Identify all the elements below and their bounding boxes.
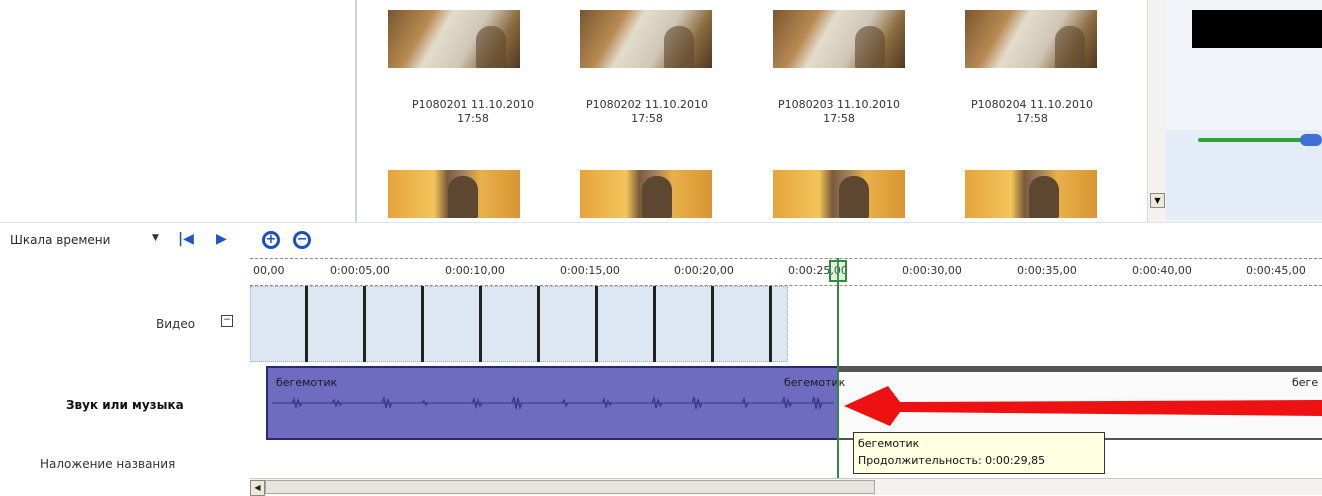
collection-scrollbar[interactable] (1147, 0, 1166, 222)
clip-label: P1080201 11.10.2010 17:58 (388, 98, 558, 126)
clip-separator (769, 286, 772, 362)
playhead-handle[interactable] (829, 260, 847, 282)
clip-label: P1080203 11.10.2010 17:58 (754, 98, 924, 126)
clip-separator (421, 286, 424, 362)
video-track[interactable] (250, 286, 788, 362)
tooltip-clip-name: бегемотик (858, 437, 920, 450)
zoom-in-icon[interactable]: + (262, 231, 280, 249)
clip-separator (653, 286, 656, 362)
clip-name: P1080201 11.10.2010 (411, 98, 535, 111)
left-pane (0, 0, 355, 222)
scrollbar-thumb[interactable] (265, 480, 875, 494)
clip-thumbnail[interactable] (388, 10, 520, 68)
clip-label: P1080204 11.10.2010 17:58 (947, 98, 1117, 126)
clip-thumbnail[interactable] (773, 170, 905, 218)
clip-thumbnail[interactable] (580, 10, 712, 68)
clip-separator (711, 286, 714, 362)
audio-waveform (272, 395, 834, 411)
collection-pane: P1080201 11.10.2010 17:58 P1080202 11.10… (357, 0, 1147, 222)
ruler-tick: 0:00:45,00 (1246, 264, 1306, 277)
audio-clip-name: беге (1292, 376, 1319, 389)
clip-tooltip: бегемотик Продолжительность: 0:00:29,85 (853, 432, 1105, 474)
ruler-tick: 0:00:20,00 (674, 264, 734, 277)
ruler-tick: 0:00:10,00 (445, 264, 505, 277)
track-label-video: Видео (156, 317, 196, 331)
tooltip-duration-value: 0:00:29,85 (985, 454, 1046, 467)
annotation-arrow (844, 386, 1322, 426)
pane-divider (355, 0, 357, 222)
timeline-toolbar (0, 222, 1322, 259)
clip-thumbnail[interactable] (580, 170, 712, 218)
ruler-tick: 0:00:15,00 (560, 264, 620, 277)
clip-time: 17:58 (1016, 112, 1048, 125)
collapse-icon[interactable]: − (221, 315, 233, 327)
audio-clip-edge (838, 366, 1322, 372)
clip-thumbnail[interactable] (965, 10, 1097, 68)
clip-thumbnail[interactable] (388, 170, 520, 218)
scroll-down-icon[interactable]: ▼ (1150, 193, 1165, 208)
clip-time: 17:58 (631, 112, 663, 125)
zoom-out-icon[interactable]: − (293, 231, 311, 249)
tooltip-duration-label: Продолжительность: (858, 454, 982, 467)
rewind-icon[interactable]: |◀ (178, 231, 194, 247)
chevron-down-icon[interactable]: ▼ (152, 233, 159, 243)
clip-time: 17:58 (823, 112, 855, 125)
clip-separator (595, 286, 598, 362)
playhead[interactable] (837, 258, 839, 478)
clip-name: P1080202 11.10.2010 (585, 98, 709, 111)
tooltip-duration: Продолжительность: 0:00:29,85 (858, 452, 1100, 469)
clip-separator (537, 286, 540, 362)
ruler-tick: 0:00:30,00 (902, 264, 962, 277)
clip-separator (363, 286, 366, 362)
clip-label: P1080202 11.10.2010 17:58 (562, 98, 732, 126)
seek-bar[interactable] (1198, 138, 1308, 142)
time-ruler[interactable] (250, 258, 1322, 286)
preview-controls (1166, 130, 1322, 220)
track-label-audio: Звук или музыка (66, 398, 184, 412)
clip-thumbnail[interactable] (773, 10, 905, 68)
preview-screen (1192, 10, 1322, 48)
clip-name: P1080204 11.10.2010 (970, 98, 1094, 111)
play-icon[interactable]: ▶ (216, 231, 227, 247)
clip-time: 17:58 (457, 112, 489, 125)
clip-thumbnail[interactable] (965, 170, 1097, 218)
ruler-tick: 0:00:05,00 (330, 264, 390, 277)
clip-separator (305, 286, 308, 362)
clip-separator (479, 286, 482, 362)
audio-clip-name: бегемотик (784, 376, 846, 389)
ruler-tick: 0:00:25,00 (788, 264, 848, 277)
clip-name: P1080203 11.10.2010 (777, 98, 901, 111)
timeline-view-label[interactable]: Шкала времени (10, 233, 111, 247)
seek-handle[interactable] (1300, 134, 1322, 146)
ruler-tick: 00,00 (253, 264, 285, 277)
audio-clip-name: бегемотик (276, 376, 338, 389)
track-label-title-overlay: Наложение названия (40, 457, 176, 471)
scroll-left-icon[interactable]: ◀ (250, 480, 265, 496)
ruler-tick: 0:00:35,00 (1017, 264, 1077, 277)
ruler-tick: 0:00:40,00 (1132, 264, 1192, 277)
